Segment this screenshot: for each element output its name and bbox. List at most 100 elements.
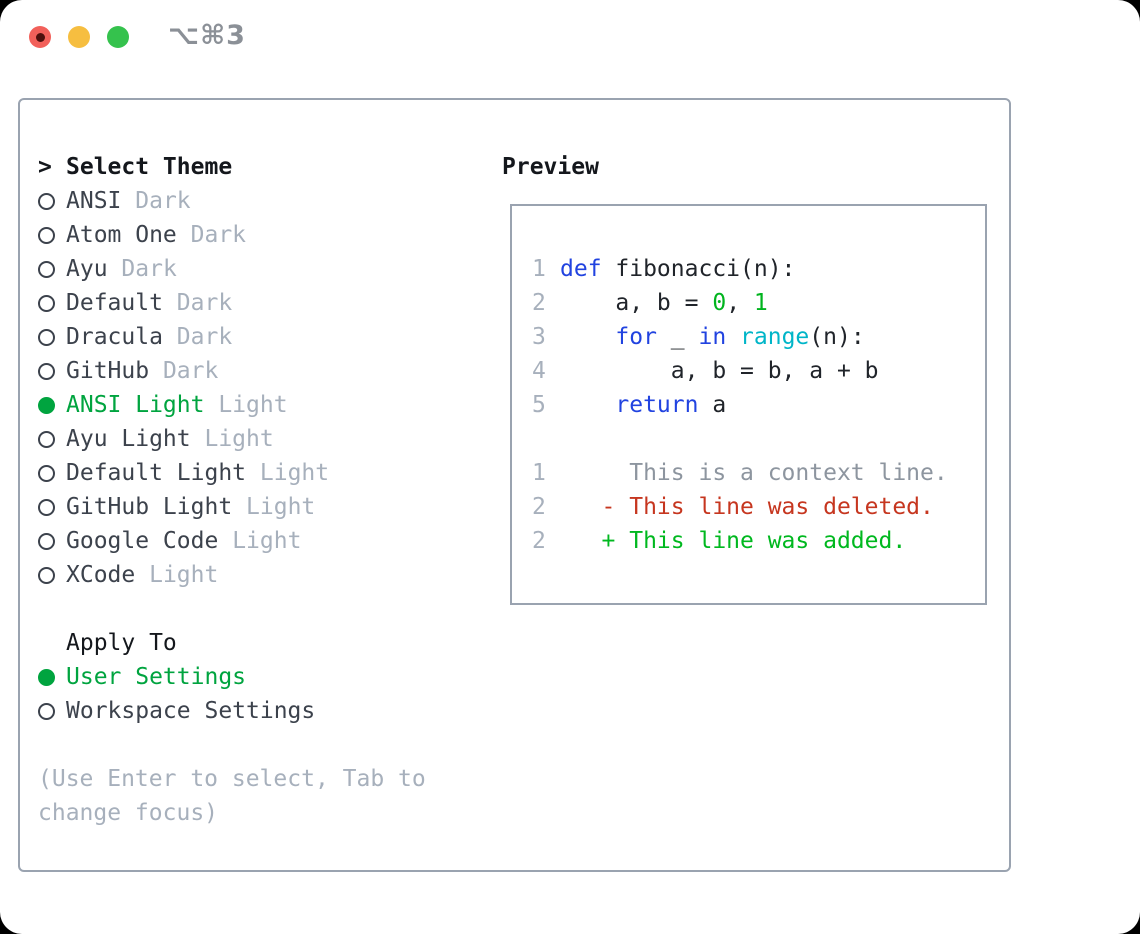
theme-name: Ayu Light: [66, 426, 191, 452]
diff-context-line: 1 This is a context line.: [532, 456, 985, 490]
theme-option-github-dark[interactable]: GitHub Dark: [38, 354, 478, 388]
code-token: a: [698, 392, 727, 418]
record-dot-icon: [35, 32, 45, 42]
spacer: [38, 592, 478, 626]
code-token: range: [740, 324, 810, 350]
code-token: 0: [712, 290, 727, 316]
line-number: 1: [532, 256, 546, 282]
diff-text: - This line was deleted.: [560, 494, 934, 520]
theme-variant: Dark: [190, 222, 247, 248]
select-theme-heading-row: > Select Theme: [38, 150, 478, 184]
apply-option-label: Workspace Settings: [66, 698, 316, 724]
radio-icon: [38, 294, 55, 312]
theme-option-github-light[interactable]: GitHub Light Light: [38, 490, 478, 524]
code-token: ,: [726, 290, 754, 316]
theme-name: Google Code: [66, 528, 219, 554]
preview-box: 1 def fibonacci(n): 2 a, b = 0, 1 3 for _…: [510, 204, 987, 605]
radio-icon: [38, 532, 55, 550]
line-number: 2: [532, 290, 546, 316]
theme-option-dracula-dark[interactable]: Dracula Dark: [38, 320, 478, 354]
theme-option-atom-one-dark[interactable]: Atom One Dark: [38, 218, 478, 252]
focus-cursor: >: [38, 154, 52, 180]
theme-option-default-dark[interactable]: Default Dark: [38, 286, 478, 320]
theme-option-google-code[interactable]: Google Code Light: [38, 524, 478, 558]
code-line: 5 return a: [532, 388, 985, 422]
theme-option-default-light[interactable]: Default Light Light: [38, 456, 478, 490]
theme-name: Default Light: [66, 460, 247, 486]
theme-name: GitHub Light: [66, 494, 233, 520]
theme-name: Atom One: [66, 222, 177, 248]
select-theme-heading: Select Theme: [66, 154, 233, 180]
radio-icon: [38, 566, 55, 584]
theme-variant: Light: [246, 494, 316, 520]
theme-variant: Dark: [135, 188, 191, 214]
theme-variant: Light: [204, 426, 274, 452]
theme-option-ansi-light[interactable]: ANSI Light Light: [38, 388, 478, 422]
code-token: (n):: [809, 324, 865, 350]
theme-variant: Dark: [176, 324, 233, 350]
code-line: 4 a, b = b, a + b: [532, 354, 985, 388]
radio-icon: [38, 362, 55, 380]
theme-variant: Light: [218, 392, 288, 418]
theme-name: XCode: [66, 562, 136, 588]
line-number: 3: [532, 324, 546, 350]
code-token: [560, 392, 615, 418]
theme-option-ayu-dark[interactable]: Ayu Dark: [38, 252, 478, 286]
apply-to-heading-row: Apply To: [38, 626, 478, 660]
window-controls: [29, 26, 129, 48]
code-line: 1 def fibonacci(n):: [532, 252, 985, 286]
theme-name: ANSI: [66, 188, 122, 214]
apply-option-user-settings[interactable]: User Settings: [38, 660, 478, 694]
line-number: 2: [532, 528, 546, 554]
radio-selected-icon: [38, 396, 55, 414]
radio-icon: [38, 464, 55, 482]
diff-added-line: 2 + This line was added.: [532, 524, 985, 558]
diff-text: This is a context line.: [560, 460, 948, 486]
radio-icon: [38, 430, 55, 448]
diff-text: + This line was added.: [560, 528, 907, 554]
radio-icon: [38, 192, 55, 210]
diff-deleted-line: 2 - This line was deleted.: [532, 490, 985, 524]
radio-selected-icon: [38, 668, 55, 686]
theme-name: Default: [66, 290, 163, 316]
code-preview: 1 def fibonacci(n): 2 a, b = 0, 1 3 for _…: [512, 206, 985, 558]
close-button[interactable]: [29, 26, 51, 48]
theme-option-xcode[interactable]: XCode Light: [38, 558, 478, 592]
code-token: _: [656, 324, 699, 350]
theme-variant: Dark: [121, 256, 177, 282]
line-number: 2: [532, 494, 546, 520]
spacer: [38, 728, 478, 762]
theme-name: Dracula: [66, 324, 163, 350]
radio-icon: [38, 226, 55, 244]
help-text: (Use Enter to select, Tab to change focu…: [38, 766, 426, 826]
apply-option-label: User Settings: [66, 664, 247, 690]
theme-variant: Light: [232, 528, 302, 554]
apply-to-heading: Apply To: [66, 630, 177, 656]
line-number: 5: [532, 392, 546, 418]
minimize-button[interactable]: [68, 26, 90, 48]
spacer: [532, 422, 985, 456]
content-panel: > Select Theme ANSI Dark Atom One Dark A…: [18, 98, 1011, 872]
zoom-button[interactable]: [107, 26, 129, 48]
theme-variant: Light: [149, 562, 219, 588]
theme-name: Ayu: [66, 256, 108, 282]
radio-icon: [38, 702, 55, 720]
apply-option-workspace-settings[interactable]: Workspace Settings: [38, 694, 478, 728]
preview-heading: Preview: [502, 154, 599, 180]
radio-icon: [38, 328, 55, 346]
radio-icon: [38, 498, 55, 516]
code-token: fibonacci(n):: [601, 256, 796, 282]
theme-option-ansi-dark[interactable]: ANSI Dark: [38, 184, 478, 218]
line-number: 1: [532, 460, 546, 486]
code-token: for: [615, 324, 657, 350]
code-token: def: [560, 256, 602, 282]
radio-icon: [38, 260, 55, 278]
window-title: ⌥⌘3: [168, 20, 246, 51]
line-number: 4: [532, 358, 546, 384]
theme-name: ANSI Light: [66, 392, 205, 418]
code-token: in: [698, 324, 727, 350]
theme-option-ayu-light[interactable]: Ayu Light Light: [38, 422, 478, 456]
theme-variant: Dark: [176, 290, 233, 316]
code-line: 2 a, b = 0, 1: [532, 286, 985, 320]
